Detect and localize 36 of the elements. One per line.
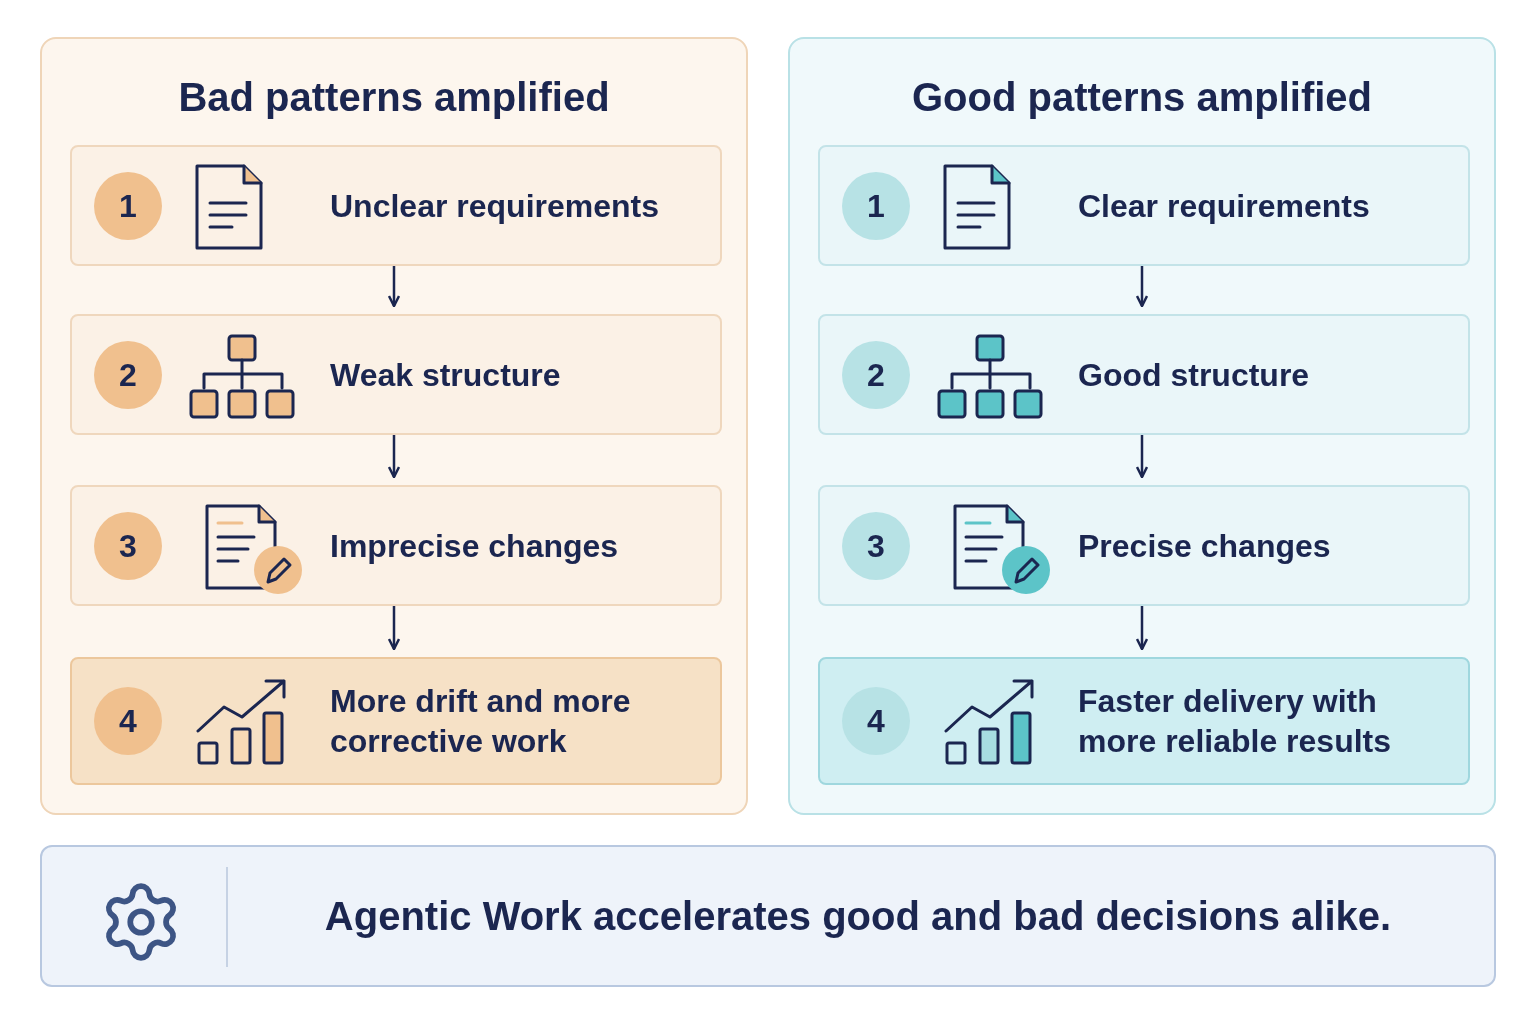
step-number: 3 (842, 511, 910, 580)
panel-title: Bad patterns amplified (177, 74, 611, 121)
step-number: 4 (842, 687, 910, 755)
arrow (1135, 606, 1149, 651)
arrow (387, 606, 401, 651)
step-label: Unclear requirements (330, 186, 660, 226)
step-number: 4 (94, 687, 162, 755)
arrow (387, 435, 401, 479)
step-number: 2 (842, 340, 910, 409)
step-number: 1 (94, 171, 162, 240)
panel (40, 37, 748, 815)
step-label: Clear requirements (1078, 186, 1371, 226)
step-label: Faster delivery with more reliable results (1078, 682, 1393, 761)
step-card (818, 485, 1470, 606)
panel-title: Good patterns amplified (910, 74, 1373, 121)
step-card (818, 657, 1470, 785)
step-card (70, 485, 722, 606)
summary-banner (40, 845, 1496, 987)
step-card (818, 314, 1470, 435)
step-number: 2 (94, 340, 162, 409)
arrow (387, 266, 401, 308)
step-card (70, 145, 722, 266)
step-card (70, 314, 722, 435)
step-label: More drift and more corrective work (330, 682, 632, 761)
step-label: Good structure (1078, 355, 1311, 395)
step-card (818, 145, 1470, 266)
step-number: 3 (94, 511, 162, 580)
step-label: Imprecise changes (330, 526, 620, 566)
summary-text: Agentic Work accelerates good and bad decisions alike. (324, 893, 1392, 940)
arrow (1135, 435, 1149, 479)
panel (788, 37, 1496, 815)
step-number: 1 (842, 171, 910, 240)
step-label: Weak structure (330, 355, 562, 395)
step-card (70, 657, 722, 785)
step-label: Precise changes (1078, 526, 1332, 566)
arrow (1135, 266, 1149, 308)
